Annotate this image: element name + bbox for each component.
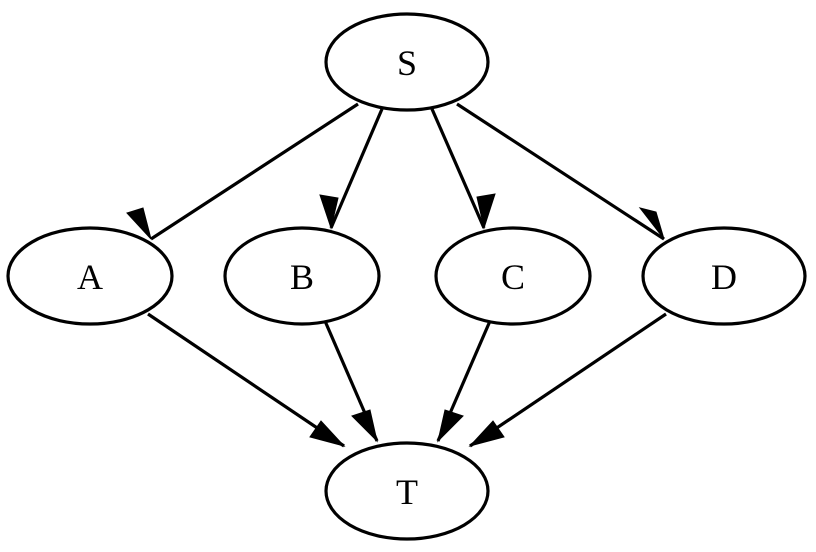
node-s-ellipse: [324, 12, 490, 112]
edge-a-t-line: [147, 312, 345, 448]
edge-a-t-arrowhead: [309, 420, 346, 447]
edge-d-t[interactable]: [468, 312, 667, 448]
edge-c-t[interactable]: [436, 320, 492, 443]
edge-s-a-arrowhead: [126, 207, 152, 240]
edges-layer: [126, 102, 667, 448]
node-d-ellipse: [641, 226, 807, 326]
edge-d-t-arrowhead: [468, 420, 505, 447]
node-t[interactable]: T: [324, 441, 490, 541]
edge-d-t-line: [469, 312, 667, 448]
edge-s-d[interactable]: [456, 102, 665, 241]
node-c-ellipse: [434, 226, 592, 326]
edge-s-b[interactable]: [319, 108, 384, 230]
edge-s-d-line: [456, 102, 665, 241]
edge-c-t-arrowhead: [437, 409, 464, 443]
node-s[interactable]: S: [324, 12, 490, 112]
edge-s-a[interactable]: [126, 102, 359, 241]
edge-s-c[interactable]: [430, 108, 496, 230]
node-a[interactable]: A: [6, 226, 174, 326]
node-b[interactable]: B: [223, 226, 381, 326]
node-b-ellipse: [223, 226, 381, 326]
node-d[interactable]: D: [641, 226, 807, 326]
node-a-ellipse: [6, 226, 174, 326]
node-c[interactable]: C: [434, 226, 592, 326]
edge-s-c-arrowhead: [476, 193, 496, 230]
edge-s-b-arrowhead: [319, 194, 339, 230]
edge-b-t-arrowhead: [351, 409, 378, 443]
edge-b-t[interactable]: [323, 320, 379, 443]
node-t-ellipse: [324, 441, 490, 541]
edge-s-c-line: [430, 108, 486, 229]
edge-s-a-line: [150, 102, 359, 241]
edge-s-d-arrowhead: [638, 207, 665, 240]
edge-s-b-line: [329, 108, 384, 229]
edge-a-t[interactable]: [147, 312, 346, 448]
